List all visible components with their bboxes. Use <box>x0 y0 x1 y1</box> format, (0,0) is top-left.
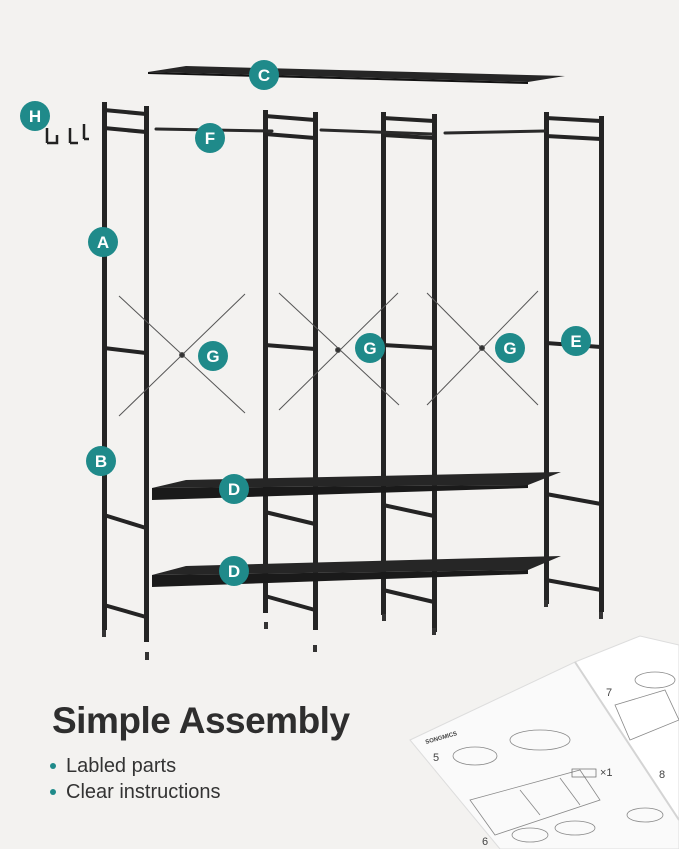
part-label-g-3: G <box>495 333 525 363</box>
part-label-f: F <box>195 123 225 153</box>
svg-text:C: C <box>258 66 270 85</box>
svg-text:G: G <box>206 347 219 366</box>
svg-text:G: G <box>503 339 516 358</box>
svg-text:B: B <box>95 452 107 471</box>
feature-item-label: Labled parts <box>66 755 177 777</box>
svg-text:D: D <box>228 562 240 581</box>
part-label-d-1: D <box>219 474 249 504</box>
manual-step-note: ×1 <box>600 767 613 779</box>
feature-item-labeled-parts: Labled parts <box>50 753 221 779</box>
cross-wires <box>118 290 539 417</box>
svg-text:A: A <box>97 233 109 252</box>
bullet-dot-icon <box>50 763 56 769</box>
part-label-b: B <box>86 446 116 476</box>
frame-feet <box>102 600 603 660</box>
shelves <box>152 472 561 587</box>
instruction-manual: SONGMICS 5 6 7 8 ×1 <box>409 635 679 849</box>
svg-text:G: G <box>363 339 376 358</box>
svg-text:H: H <box>29 107 41 126</box>
feature-item-label: Clear instructions <box>66 781 221 803</box>
manual-page-7: 7 <box>606 687 612 699</box>
part-label-g-1: G <box>198 341 228 371</box>
svg-text:D: D <box>228 480 240 499</box>
part-label-a: A <box>88 227 118 257</box>
headline: Simple Assembly <box>52 700 350 741</box>
part-label-g-2: G <box>355 333 385 363</box>
feature-list: Labled parts Clear instructions <box>50 753 221 805</box>
frame-crossbars <box>103 108 602 619</box>
frame-posts <box>102 102 604 642</box>
hook-parts-icon <box>45 124 89 145</box>
part-label-h: H <box>20 101 50 131</box>
bullet-dot-icon <box>50 789 56 795</box>
svg-text:E: E <box>570 332 581 351</box>
manual-page-8: 8 <box>659 769 665 781</box>
svg-text:F: F <box>205 129 215 148</box>
part-label-d-2: D <box>219 556 249 586</box>
manual-page-6: 6 <box>482 836 488 848</box>
feature-item-clear-instructions: Clear instructions <box>50 779 221 805</box>
part-label-e: E <box>561 326 591 356</box>
manual-page-5: 5 <box>433 752 439 764</box>
top-panel <box>148 66 565 84</box>
part-label-c: C <box>249 60 279 90</box>
